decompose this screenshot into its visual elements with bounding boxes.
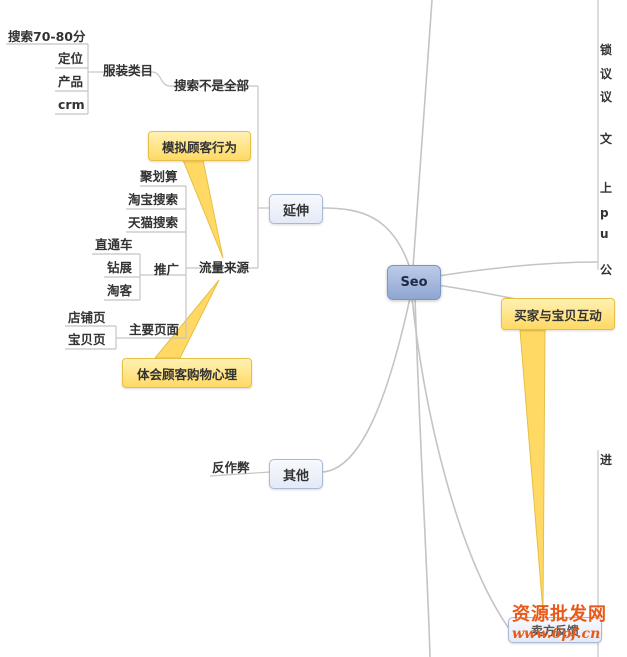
topic-main-pages[interactable]: 主要页面 (129, 322, 180, 337)
branch-other[interactable]: 其他 (269, 459, 323, 489)
connector (414, 261, 599, 281)
cut-label: 上 (600, 181, 613, 195)
connector (321, 207, 411, 269)
watermark-title: 资源批发网 (512, 604, 607, 625)
callout-simulate-behavior[interactable]: 模拟顾客行为 (148, 131, 251, 161)
topic-zuanzhan[interactable]: 钻展 (107, 260, 133, 275)
cut-label: 文 (600, 132, 613, 146)
topic-search-not-all[interactable]: 搜索不是全部 (174, 78, 250, 93)
topic-seller-feedback-label: 卖方反馈 (530, 623, 579, 638)
topic-product[interactable]: 产品 (58, 74, 84, 89)
topic-search-score[interactable]: 搜索70-80分 (8, 29, 86, 44)
cut-label: u (600, 227, 609, 241)
cut-label: 议 (600, 67, 613, 81)
branch-extend[interactable]: 延伸 (269, 194, 323, 224)
cut-label: 锁 (600, 43, 613, 57)
central-topic[interactable]: Seo (387, 265, 441, 300)
topic-anti-cheat[interactable]: 反作弊 (212, 460, 250, 475)
topic-juhuasuan[interactable]: 聚划算 (140, 169, 178, 184)
cut-label: p (600, 206, 609, 220)
cut-label: 进 (600, 453, 613, 467)
connector (100, 71, 171, 87)
topic-taoke[interactable]: 淘客 (107, 283, 133, 298)
callout-shopping-psychology[interactable]: 体会顾客购物心理 (122, 358, 252, 388)
connector (321, 297, 411, 473)
topic-tmall-search[interactable]: 天猫搜索 (128, 215, 179, 230)
topic-taobao-search[interactable]: 淘宝搜索 (128, 192, 179, 207)
connector (209, 471, 271, 477)
connector (411, 297, 511, 631)
callout-pointer (182, 159, 224, 259)
topic-ztc[interactable]: 直通车 (95, 237, 133, 252)
topic-seller-feedback[interactable]: 卖方反馈 (508, 617, 602, 643)
watermark-url: www.6pf.cn (512, 626, 601, 642)
topic-promotion[interactable]: 推广 (154, 262, 180, 277)
connector (412, 0, 433, 269)
topic-item-page[interactable]: 宝贝页 (68, 332, 106, 347)
topic-positioning[interactable]: 定位 (58, 51, 84, 66)
cut-label: 议 (600, 90, 613, 104)
callout-pointer (153, 279, 220, 359)
topic-traffic-source[interactable]: 流量来源 (199, 260, 250, 275)
topic-shop-page[interactable]: 店铺页 (68, 310, 106, 325)
callout-buyer-item-interaction[interactable]: 买家与宝贝互动 (501, 298, 615, 330)
topic-crm[interactable]: crm (58, 97, 85, 112)
callout-pointer (519, 329, 546, 613)
topic-clothing-category[interactable]: 服装类目 (103, 63, 154, 78)
cut-label: 公 (600, 263, 613, 277)
connector (414, 297, 431, 657)
